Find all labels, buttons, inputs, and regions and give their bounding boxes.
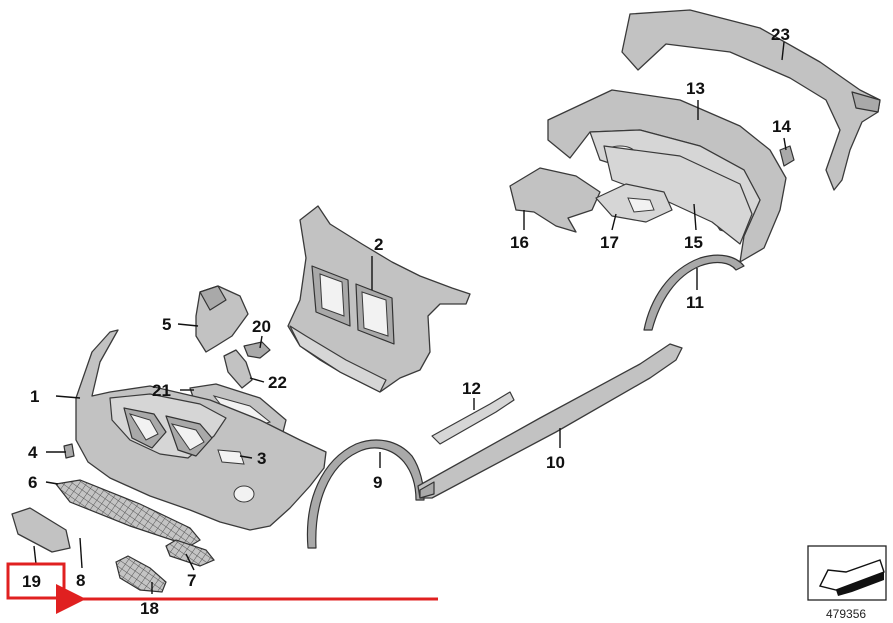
part-7-side-grille[interactable]	[165, 539, 215, 567]
label-23: 23	[771, 25, 790, 44]
label-16: 16	[510, 233, 529, 252]
label-4: 4	[28, 443, 38, 462]
highlight-box	[6, 562, 66, 600]
part-16-rear-bracket[interactable]	[509, 167, 601, 233]
label-15: 15	[684, 233, 703, 252]
label-12: 12	[462, 379, 481, 398]
part-18-fog-grille[interactable]	[115, 555, 167, 593]
label-18: 18	[140, 599, 159, 618]
label-9: 9	[373, 473, 382, 492]
part-6-lower-grille[interactable]	[54, 479, 201, 547]
part-12-side-trim[interactable]	[431, 391, 515, 445]
label-5: 5	[162, 315, 171, 334]
label-22: 22	[268, 373, 287, 392]
part-22-air-duct[interactable]	[223, 349, 253, 389]
highlight-19[interactable]: 19	[6, 562, 438, 614]
part-1-front-bumper[interactable]	[75, 329, 327, 531]
part-10-side-sill[interactable]	[417, 343, 683, 499]
label-21: 21	[152, 381, 171, 400]
label-20: 20	[252, 317, 271, 336]
document-reference: 479356	[807, 545, 887, 621]
part-5-air-guide[interactable]	[195, 285, 249, 353]
part-20-bracket[interactable]	[243, 341, 271, 359]
label-13: 13	[686, 79, 705, 98]
label-2: 2	[374, 235, 383, 254]
part-17-rear-plate[interactable]	[595, 183, 673, 223]
document-id: 479356	[826, 607, 866, 621]
label-8: 8	[76, 571, 85, 590]
part-19-plate[interactable]	[11, 507, 71, 553]
label-10: 10	[546, 453, 565, 472]
part-4-clip[interactable]	[63, 443, 75, 459]
leader-lines	[33, 41, 787, 594]
label-7: 7	[187, 571, 196, 590]
label-1: 1	[30, 387, 39, 406]
part-11-rear-wheel-arch[interactable]	[643, 254, 745, 331]
label-19: 19	[22, 572, 41, 591]
label-3: 3	[257, 449, 266, 468]
part-number-labels: 1 2 3 4 5 6 7 8 9 10 11 12 13 14 15 16 1…	[28, 25, 791, 618]
part-9-front-wheel-arch[interactable]	[306, 439, 425, 549]
label-11: 11	[686, 293, 704, 312]
part-23-rear-bumper-trim[interactable]	[621, 9, 881, 191]
label-17: 17	[600, 233, 619, 252]
part-14-bracket[interactable]	[779, 145, 795, 167]
part-2-radiator-support[interactable]	[287, 205, 471, 393]
label-14: 14	[772, 117, 791, 136]
label-6: 6	[28, 473, 37, 492]
